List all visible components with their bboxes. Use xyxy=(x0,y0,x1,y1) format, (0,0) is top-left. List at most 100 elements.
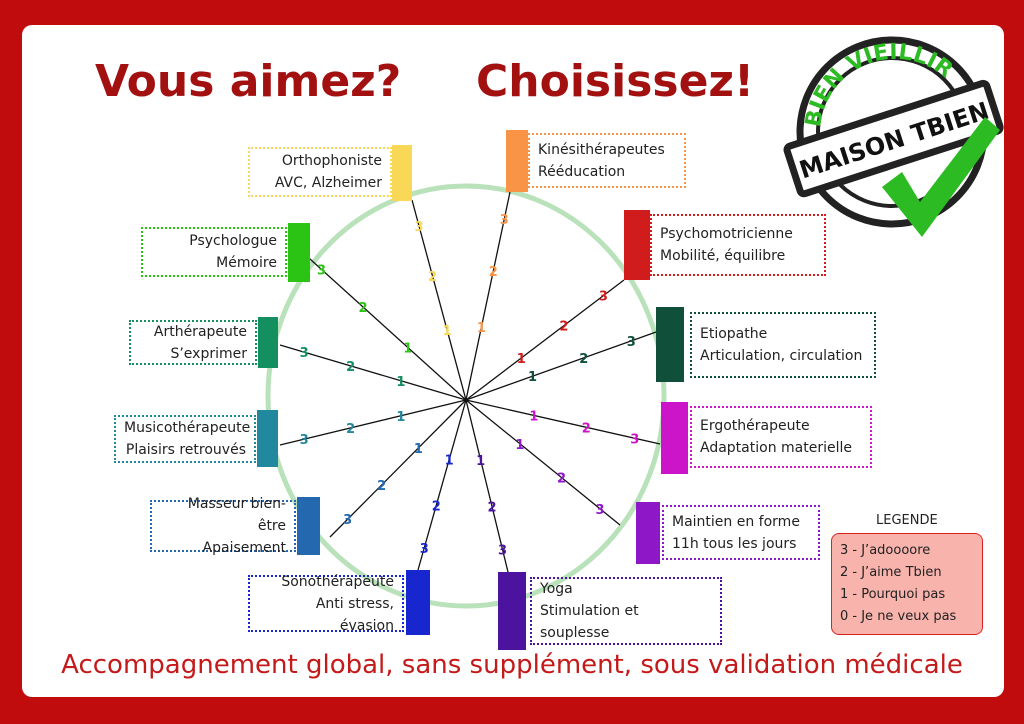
activity-subtitle: Plaisirs retrouvés xyxy=(125,442,246,458)
scale-mark-1: 1 xyxy=(517,352,526,367)
wheel-circle xyxy=(265,183,667,609)
activity-label-box: Maintien en forme 11h tous les jours xyxy=(662,505,820,560)
activity-title: Orthophoniste xyxy=(281,153,382,169)
scale-mark-1: 1 xyxy=(396,410,405,425)
color-bar xyxy=(297,497,320,555)
color-bar xyxy=(258,317,278,368)
scale-mark-3: 3 xyxy=(498,544,507,559)
activity-subtitle: Stimulation et souplesse xyxy=(540,603,639,641)
scale-mark-2: 2 xyxy=(346,422,355,437)
scale-mark-2: 2 xyxy=(582,421,591,436)
color-bar xyxy=(636,502,660,564)
spoke-line xyxy=(417,399,467,571)
activity-subtitle: Mémoire xyxy=(216,255,277,271)
checkmark-icon xyxy=(882,117,1000,237)
scale-mark-3: 3 xyxy=(300,346,309,361)
title-vous-aimez: Vous aimez? xyxy=(95,56,402,107)
scale-mark-2: 2 xyxy=(579,352,588,367)
scale-mark-1: 1 xyxy=(529,409,538,424)
color-bar xyxy=(257,410,278,467)
scale-mark-1: 1 xyxy=(445,454,454,469)
legend-entry: 1 - Pourquoi pas xyxy=(840,587,946,602)
scale-mark-2: 2 xyxy=(489,265,498,280)
scale-mark-3: 3 xyxy=(420,542,429,557)
scale-mark-3: 3 xyxy=(300,433,309,448)
color-bar xyxy=(406,570,430,635)
scale-mark-3: 3 xyxy=(500,213,509,228)
activity-title: Maintien en forme xyxy=(672,513,800,530)
color-bar xyxy=(506,130,528,192)
spoke-line xyxy=(465,399,509,573)
color-bar xyxy=(392,145,412,201)
activity-subtitle: Adaptation materielle xyxy=(700,440,852,456)
activity-title: Yoga xyxy=(540,581,573,597)
scale-mark-1: 1 xyxy=(396,375,405,390)
activity-subtitle: Anti stress, évasion xyxy=(315,595,394,634)
activity-subtitle: Articulation, circulation xyxy=(700,348,863,364)
activity-subtitle: AVC, Alzheimer xyxy=(274,175,382,191)
color-bar xyxy=(498,572,526,650)
activity-title: Psychomotricienne xyxy=(660,226,793,242)
activity-title: Masseur bien-être xyxy=(187,496,286,534)
spoke-line xyxy=(299,249,467,401)
scale-mark-2: 2 xyxy=(346,360,355,375)
scale-mark-1: 1 xyxy=(515,438,524,453)
scale-mark-3: 3 xyxy=(599,290,608,305)
color-bar xyxy=(661,402,688,474)
scale-mark-2: 2 xyxy=(377,479,386,494)
activity-title: Musicothérapeute xyxy=(124,420,251,436)
spoke-line xyxy=(465,399,621,526)
scale-mark-1: 1 xyxy=(443,324,452,339)
activity-title: Sonothérapeute xyxy=(281,573,394,590)
scale-mark-2: 2 xyxy=(559,320,568,335)
activity-title: Arthérapeute xyxy=(153,323,247,340)
scale-mark-1: 1 xyxy=(476,454,485,469)
activity-subtitle: Apaisement xyxy=(202,540,286,556)
scale-mark-1: 1 xyxy=(528,370,537,385)
scale-mark-2: 2 xyxy=(359,301,368,316)
activity-title: Ergothérapeute xyxy=(700,418,810,434)
spoke-line xyxy=(465,399,661,445)
scale-mark-3: 3 xyxy=(630,432,639,447)
scale-mark-3: 3 xyxy=(414,220,423,235)
scale-mark-3: 3 xyxy=(627,335,636,350)
scale-mark-1: 1 xyxy=(403,342,412,357)
legend-entry: 2 - J’aime Tbien xyxy=(840,565,942,580)
scale-mark-1: 1 xyxy=(414,442,423,457)
spoke-line xyxy=(329,399,467,538)
spoke-line xyxy=(279,399,467,446)
activity-subtitle: S’exprimer xyxy=(170,345,247,362)
color-bar xyxy=(624,210,650,280)
scale-mark-3: 3 xyxy=(595,503,604,518)
activity-subtitle: Mobilité, équilibre xyxy=(660,248,786,264)
scale-mark-2: 2 xyxy=(488,501,497,516)
color-bar xyxy=(288,223,310,282)
scale-mark-3: 3 xyxy=(317,264,326,279)
legend-entry: 0 - Je ne veux pas xyxy=(840,609,957,624)
legend-entry: 3 - J’adoooore xyxy=(840,543,931,558)
title-choisissez: Choisissez! xyxy=(476,56,755,107)
activity-subtitle: 11h tous les jours xyxy=(672,535,797,552)
scale-mark-2: 2 xyxy=(428,270,437,285)
footer-text: Accompagnement global, sans supplément, … xyxy=(61,650,963,680)
spoke-line xyxy=(279,344,467,401)
spoke-line xyxy=(465,191,511,401)
activity-title: Kinésithérapeutes xyxy=(538,141,665,158)
scale-mark-1: 1 xyxy=(477,321,486,336)
spoke-line xyxy=(465,331,657,401)
legend-title: LEGENDE xyxy=(876,513,938,528)
activity-title: Psychologue xyxy=(189,233,277,249)
scale-mark-3: 3 xyxy=(343,513,352,528)
legend-box: 3 - J’adoooore 2 - J’aime Tbien 1 - Pour… xyxy=(831,533,983,635)
